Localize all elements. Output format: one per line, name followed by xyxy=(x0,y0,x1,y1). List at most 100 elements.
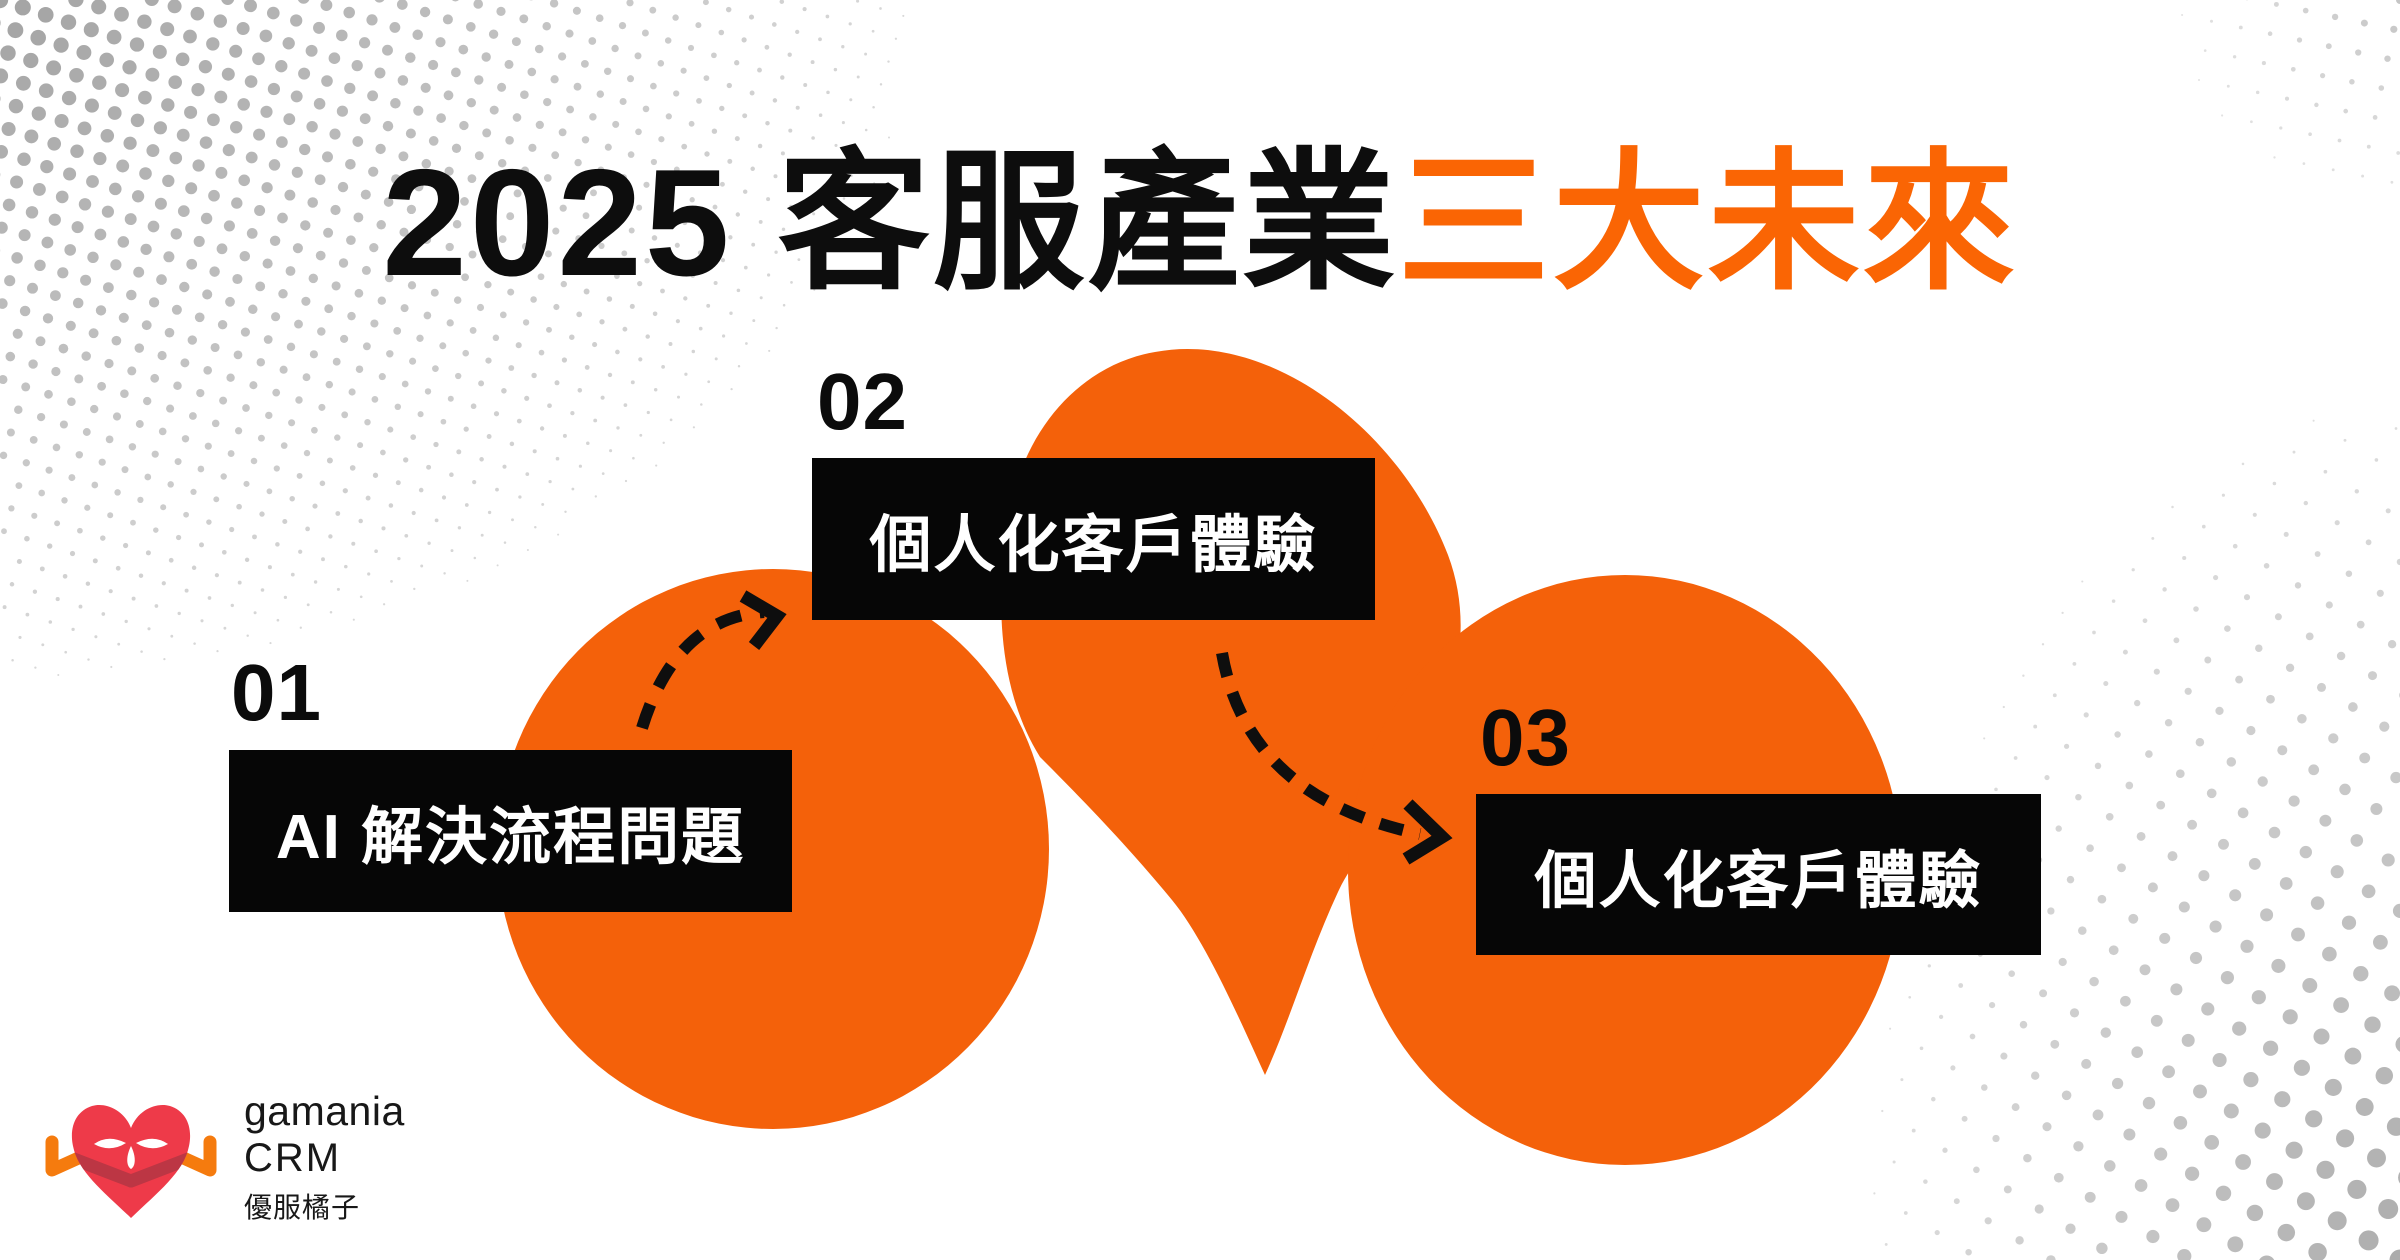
logo-right-arm xyxy=(172,1135,217,1177)
halftone-dot xyxy=(566,181,575,190)
halftone-dot xyxy=(2159,932,2171,944)
halftone-dot xyxy=(279,365,288,374)
halftone-dot xyxy=(2348,702,2358,712)
halftone-dot xyxy=(4,275,16,287)
halftone-dot xyxy=(781,227,786,232)
halftone-dot xyxy=(429,212,439,222)
halftone-dot xyxy=(470,403,477,410)
gamania-heart-logo-icon xyxy=(45,1104,217,1218)
halftone-dot xyxy=(145,67,160,82)
halftone-dot xyxy=(542,21,551,31)
halftone-dot xyxy=(736,288,741,293)
halftone-dot xyxy=(34,666,37,669)
halftone-dot xyxy=(2336,1129,2355,1148)
halftone-dot xyxy=(144,473,152,481)
halftone-dot xyxy=(2381,853,2395,867)
halftone-dot xyxy=(2108,945,2119,956)
halftone-dot xyxy=(2370,803,2383,815)
halftone-dot xyxy=(117,642,121,646)
halftone-dot xyxy=(210,342,220,353)
halftone-dot xyxy=(2204,656,2212,664)
halftone-dot xyxy=(748,14,755,20)
halftone-dot xyxy=(2165,1198,2180,1212)
halftone-dot xyxy=(2198,870,2210,882)
halftone-dot xyxy=(532,449,537,454)
halftone-dot xyxy=(813,288,816,291)
halftone-dot xyxy=(183,29,197,44)
halftone-dot xyxy=(196,388,205,398)
halftone-dot xyxy=(588,37,597,45)
halftone-dot xyxy=(2232,55,2237,59)
halftone-dot xyxy=(2170,983,2183,996)
halftone-dot xyxy=(340,334,349,343)
halftone-dot xyxy=(368,166,379,177)
halftone-dot xyxy=(850,174,853,177)
halftone-dot xyxy=(667,265,673,271)
halftone-dot xyxy=(211,419,220,428)
halftone-dot xyxy=(827,243,831,246)
halftone-dot xyxy=(2263,562,2270,569)
halftone-dot xyxy=(629,303,635,309)
halftone-dot xyxy=(624,479,628,483)
halftone-dot xyxy=(626,75,635,83)
halftone-dot xyxy=(688,120,695,127)
halftone-dot xyxy=(57,267,69,279)
halftone-dot xyxy=(771,22,777,27)
halftone-dot xyxy=(2285,663,2295,672)
halftone-dot xyxy=(219,396,228,405)
halftone-dot xyxy=(390,98,401,109)
halftone-dot xyxy=(208,189,220,202)
halftone-dot xyxy=(2215,706,2224,716)
halftone-dot xyxy=(391,174,401,185)
halftone-dot xyxy=(713,280,718,286)
halftone-dot xyxy=(552,227,560,235)
halftone-dot xyxy=(225,296,235,307)
halftone-dot xyxy=(820,265,823,269)
halftone-dot xyxy=(216,650,219,653)
halftone-dot xyxy=(259,511,265,517)
logo-left-eye xyxy=(94,1138,126,1149)
halftone-dot xyxy=(2083,712,2089,718)
halftone-dot xyxy=(2154,1147,2168,1161)
halftone-dot xyxy=(255,281,266,292)
halftone-dot xyxy=(782,303,786,307)
halftone-dot xyxy=(54,113,69,129)
halftone-dot xyxy=(515,342,522,349)
halftone-dot xyxy=(2273,1,2279,7)
halftone-dot xyxy=(811,136,815,140)
logo-text-gamania: gamania xyxy=(244,1088,405,1134)
halftone-dot xyxy=(2128,913,2139,924)
halftone-dot xyxy=(413,587,416,591)
arrowhead-2 xyxy=(1402,799,1453,865)
halftone-dot xyxy=(0,298,8,309)
halftone-dot xyxy=(2246,725,2256,736)
halftone-dot xyxy=(237,580,242,585)
halftone-dot xyxy=(696,174,703,180)
halftone-dot xyxy=(410,434,417,440)
halftone-dot xyxy=(184,588,189,593)
halftone-dot xyxy=(359,595,363,599)
halftone-dot xyxy=(698,326,703,331)
halftone-dot xyxy=(2284,96,2290,101)
halftone-dot xyxy=(342,488,348,494)
halftone-dot xyxy=(290,14,303,27)
halftone-dot xyxy=(156,274,167,285)
halftone-dot xyxy=(643,181,650,188)
halftone-dot xyxy=(244,0,257,13)
halftone-dot xyxy=(2257,776,2268,787)
halftone-dot xyxy=(101,205,114,218)
halftone-dot xyxy=(2218,838,2229,850)
halftone-dot xyxy=(2238,25,2243,30)
halftone-dot xyxy=(691,349,696,354)
halftone-dot xyxy=(437,189,447,199)
halftone-dot xyxy=(635,128,642,136)
halftone-dot xyxy=(593,418,598,423)
halftone-dot xyxy=(306,120,318,133)
halftone-dot xyxy=(759,296,763,300)
halftone-dot xyxy=(95,305,107,316)
halftone-dot xyxy=(91,0,107,15)
halftone-dot xyxy=(153,527,159,533)
halftone-dot xyxy=(460,197,469,206)
halftone-dot xyxy=(386,350,394,358)
halftone-dot xyxy=(69,550,76,557)
